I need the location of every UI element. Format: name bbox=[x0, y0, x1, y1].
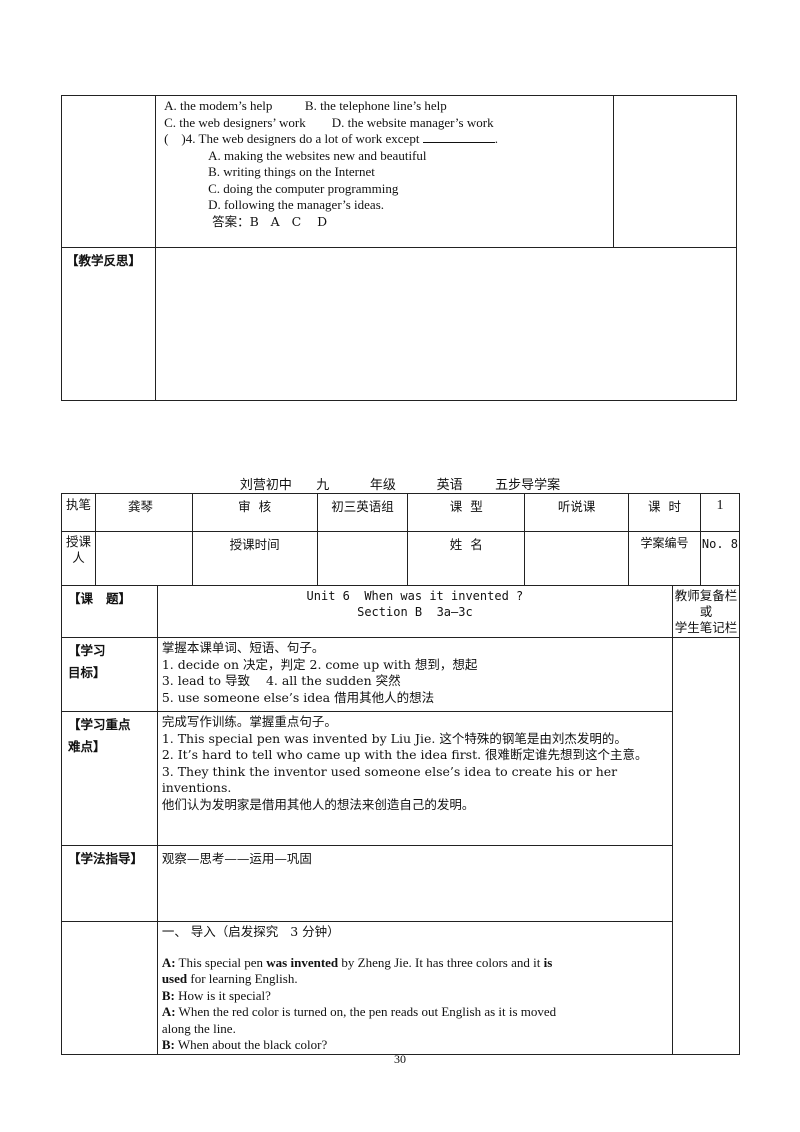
document-title: 刘营初中 九 年级 英语 五步导学案 bbox=[239, 478, 561, 493]
topic-unit: Unit 6 When was it invented ? bbox=[306, 589, 524, 603]
speaker-b: B: bbox=[161, 1037, 175, 1052]
highlight-phrase: is bbox=[543, 954, 553, 970]
goals-line: 5. use someone else’s idea 借用其他人的想法 bbox=[161, 689, 435, 705]
dialogue-line: B: When about the black color? bbox=[162, 1037, 672, 1054]
review-value: 初三英语组 bbox=[316, 493, 409, 532]
speaker-a: A: bbox=[161, 954, 176, 970]
writer-label: 执笔 bbox=[61, 493, 96, 532]
quiz-option: B. writing things on the Internet bbox=[208, 164, 375, 179]
topic-section: Section B 3a—3c bbox=[357, 605, 473, 619]
intro-label-cell bbox=[61, 921, 158, 1055]
dialogue-text: by Zheng Jie. It has three colors and it bbox=[338, 954, 544, 970]
answer-key: 答案：B A C D bbox=[212, 213, 328, 229]
goals-label: 【学习 目标】 bbox=[61, 637, 158, 712]
notes-header-line-1: 教师复备栏 bbox=[674, 588, 738, 603]
hour-label: 课 时 bbox=[628, 493, 701, 532]
goals-line: 3. lead to 导致 4. all the sudden 突然 bbox=[161, 673, 401, 688]
method-label: 【学法指导】 bbox=[61, 845, 158, 922]
reflection-label: 【教学反思】 bbox=[66, 253, 142, 268]
name-value bbox=[524, 531, 629, 586]
dialogue-line: B: How is it special? bbox=[162, 988, 672, 1005]
dialogue-line: A: This special pen was invented by Zhen… bbox=[162, 955, 672, 972]
writer-value: 龚琴 bbox=[94, 493, 193, 532]
key-points-line: 2. It’s hard to tell who came up with th… bbox=[161, 747, 648, 762]
reflection-content-cell bbox=[155, 247, 737, 401]
dialogue-text: When the red color is turned on, the pen… bbox=[175, 1004, 557, 1019]
method-content: 观察—思考——运用—巩固 bbox=[156, 845, 673, 922]
dialogue-text: for learning English. bbox=[187, 971, 298, 986]
plan-number-label: 学案编号 bbox=[628, 531, 701, 586]
quiz-line: C. the web designers’ work D. the websit… bbox=[164, 114, 494, 130]
quiz-option: A. making the websites new and beautiful bbox=[208, 147, 427, 163]
review-label: 审 核 bbox=[191, 493, 318, 532]
key-points-label-line-2: 难点】 bbox=[68, 739, 106, 754]
dialogue-text: How is it special? bbox=[174, 987, 271, 1003]
time-value bbox=[316, 531, 409, 586]
dialogue-text: This special pen bbox=[175, 954, 267, 970]
previous-section-table: A. the modem’s help B. the telephone lin… bbox=[60, 95, 738, 401]
answer-blank bbox=[422, 131, 495, 143]
highlight-phrase: used bbox=[161, 971, 188, 986]
speaker-b: B: bbox=[161, 987, 175, 1003]
plan-number-value: No. 8 bbox=[699, 531, 741, 586]
topic-label: 【课 题】 bbox=[61, 585, 158, 638]
hour-value: 1 bbox=[699, 493, 741, 532]
quiz-question-line: ( )4. The web designers do a lot of work… bbox=[164, 131, 498, 146]
key-points-line: 他们认为发明家是借用其他人的想法来创造自己的发明。 bbox=[161, 796, 475, 812]
notes-column-header: 教师复备栏 或 学生笔记栏 bbox=[671, 585, 741, 638]
page-number: 30 bbox=[394, 1052, 406, 1066]
reflection-label-cell: 【教学反思】 bbox=[60, 247, 157, 401]
goals-label-line-1: 【学习 bbox=[68, 643, 106, 658]
type-value: 听说课 bbox=[524, 493, 629, 532]
key-points-line: 1. This special pen was invented by Liu … bbox=[161, 730, 627, 746]
lesson-plan-table: 执笔 龚琴 审 核 初三英语组 课 型 听说课 课 时 1 授课人 授课时间 姓… bbox=[61, 493, 741, 1055]
quiz-cell: A. the modem’s help B. the telephone lin… bbox=[155, 95, 614, 248]
dialogue-line: A: When the red color is turned on, the … bbox=[162, 1004, 672, 1021]
goals-line: 掌握本课单词、短语、句子。 bbox=[161, 640, 325, 655]
speaker-a: A: bbox=[161, 1004, 176, 1019]
notes-column bbox=[671, 637, 741, 1055]
topic-content: Unit 6 When was it invented ? Section B … bbox=[156, 585, 673, 638]
type-label: 课 型 bbox=[407, 493, 526, 532]
quiz-option: D. following the manager’s ideas. bbox=[208, 197, 385, 212]
time-label: 授课时间 bbox=[191, 531, 318, 586]
key-points-label: 【学习重点 难点】 bbox=[61, 711, 158, 846]
empty-label-cell bbox=[60, 95, 157, 248]
key-points-line: 完成写作训练。掌握重点句子。 bbox=[161, 714, 337, 729]
highlight-phrase: was invented bbox=[266, 954, 339, 970]
intro-heading: 一、 导入（启发探究 3 分钟） bbox=[161, 924, 340, 939]
goals-content: 掌握本课单词、短语、句子。 1. decide on 决定，判定 2. come… bbox=[156, 637, 673, 712]
notes-header-line-2: 或 bbox=[699, 604, 713, 619]
goals-line: 1. decide on 决定，判定 2. come up with 想到，想起 bbox=[161, 656, 478, 672]
key-points-content: 完成写作训练。掌握重点句子。 1. This special pen was i… bbox=[156, 711, 673, 846]
quiz-line: A. the modem’s help B. the telephone lin… bbox=[164, 98, 447, 113]
dialogue-line: used for learning English. bbox=[162, 971, 672, 988]
key-points-label-line-1: 【学习重点 bbox=[68, 717, 131, 732]
name-label: 姓 名 bbox=[407, 531, 526, 586]
goals-label-line-2: 目标】 bbox=[68, 665, 106, 680]
teacher-value bbox=[94, 531, 193, 586]
dialogue-text: When about the black color? bbox=[174, 1037, 328, 1052]
quiz-option: C. doing the computer programming bbox=[208, 180, 399, 196]
notes-cell bbox=[612, 95, 738, 248]
dialogue-line: along the line. bbox=[161, 1020, 236, 1036]
intro-content: 一、 导入（启发探究 3 分钟） A: This special pen was… bbox=[156, 921, 673, 1055]
quiz-question-text: ( )4. The web designers do a lot of work… bbox=[164, 131, 420, 146]
teacher-label: 授课人 bbox=[61, 531, 96, 586]
notes-header-line-3: 学生笔记栏 bbox=[674, 620, 738, 635]
key-points-line: 3. They think the inventor used someone … bbox=[161, 763, 618, 796]
